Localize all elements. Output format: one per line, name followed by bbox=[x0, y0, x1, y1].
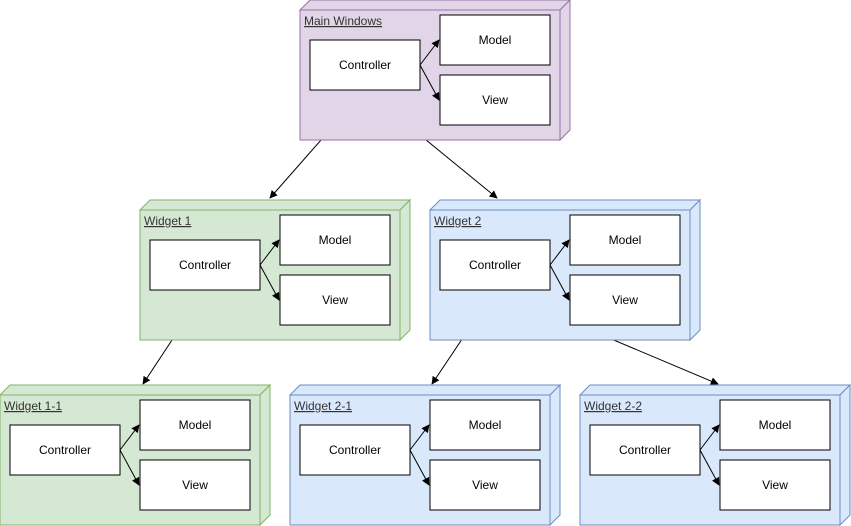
node-top-face bbox=[428, 199, 702, 211]
controller-to-model-arrow bbox=[409, 424, 430, 451]
controller-box-label: Controller bbox=[619, 443, 671, 457]
view-box bbox=[139, 459, 251, 511]
model-box-label: Model bbox=[469, 418, 502, 432]
node-title: Widget 1-1 bbox=[4, 399, 62, 413]
node-title: Widget 2-2 bbox=[584, 399, 642, 413]
view-box-label: View bbox=[762, 478, 788, 492]
node-top-face bbox=[298, 0, 571, 11]
model-box-label: Model bbox=[179, 418, 212, 432]
controller-to-view-arrow bbox=[549, 264, 570, 301]
view-box bbox=[279, 274, 391, 326]
model-box-label: Model bbox=[609, 233, 642, 247]
node-title: Widget 2 bbox=[434, 214, 482, 228]
view-box-label: View bbox=[612, 293, 638, 307]
view-box bbox=[719, 459, 831, 511]
view-box-label: View bbox=[182, 478, 208, 492]
controller-to-view-arrow bbox=[409, 449, 430, 486]
controller-to-model-arrow bbox=[549, 239, 570, 266]
controller-box bbox=[299, 424, 411, 476]
controller-box bbox=[439, 239, 551, 291]
controller-to-model-arrow bbox=[259, 239, 280, 266]
controller-to-model-arrow bbox=[699, 424, 720, 451]
node-top-face bbox=[288, 384, 562, 396]
node-side-face bbox=[259, 383, 271, 526]
controller-to-view-arrow bbox=[119, 449, 140, 486]
model-box bbox=[439, 14, 551, 66]
controller-box-label: Controller bbox=[469, 258, 521, 272]
model-box bbox=[279, 214, 391, 266]
controller-box-label: Controller bbox=[39, 443, 91, 457]
node-title: Main Windows bbox=[304, 14, 382, 28]
view-box-label: View bbox=[322, 293, 348, 307]
view-box-label: View bbox=[482, 93, 508, 107]
view-box bbox=[569, 274, 681, 326]
controller-box bbox=[589, 424, 701, 476]
model-box bbox=[429, 399, 541, 451]
model-box bbox=[139, 399, 251, 451]
node-side-face bbox=[689, 198, 701, 342]
controller-to-view-arrow bbox=[259, 264, 280, 301]
node-side-face bbox=[399, 198, 411, 342]
node-title: Widget 1 bbox=[144, 214, 192, 228]
controller-to-view-arrow bbox=[419, 64, 440, 101]
controller-to-model-arrow bbox=[119, 424, 140, 451]
model-box-label: Model bbox=[759, 418, 792, 432]
controller-box bbox=[9, 424, 121, 476]
controller-box bbox=[309, 39, 421, 91]
node-top-face bbox=[0, 384, 272, 396]
node-title: Widget 2-1 bbox=[294, 399, 352, 413]
node-top-face bbox=[138, 199, 412, 211]
controller-to-view-arrow bbox=[699, 449, 720, 486]
node-top-face bbox=[578, 384, 851, 396]
view-box-label: View bbox=[472, 478, 498, 492]
node-side-face bbox=[549, 383, 561, 526]
model-box bbox=[719, 399, 831, 451]
view-box bbox=[439, 74, 551, 126]
controller-box bbox=[149, 239, 261, 291]
model-box-label: Model bbox=[479, 33, 512, 47]
node-side-face bbox=[559, 0, 571, 142]
controller-box-label: Controller bbox=[179, 258, 231, 272]
controller-box-label: Controller bbox=[329, 443, 381, 457]
model-box bbox=[569, 214, 681, 266]
controller-box-label: Controller bbox=[339, 58, 391, 72]
model-box-label: Model bbox=[319, 233, 352, 247]
controller-to-model-arrow bbox=[419, 39, 440, 66]
node-side-face bbox=[839, 383, 851, 526]
view-box bbox=[429, 459, 541, 511]
